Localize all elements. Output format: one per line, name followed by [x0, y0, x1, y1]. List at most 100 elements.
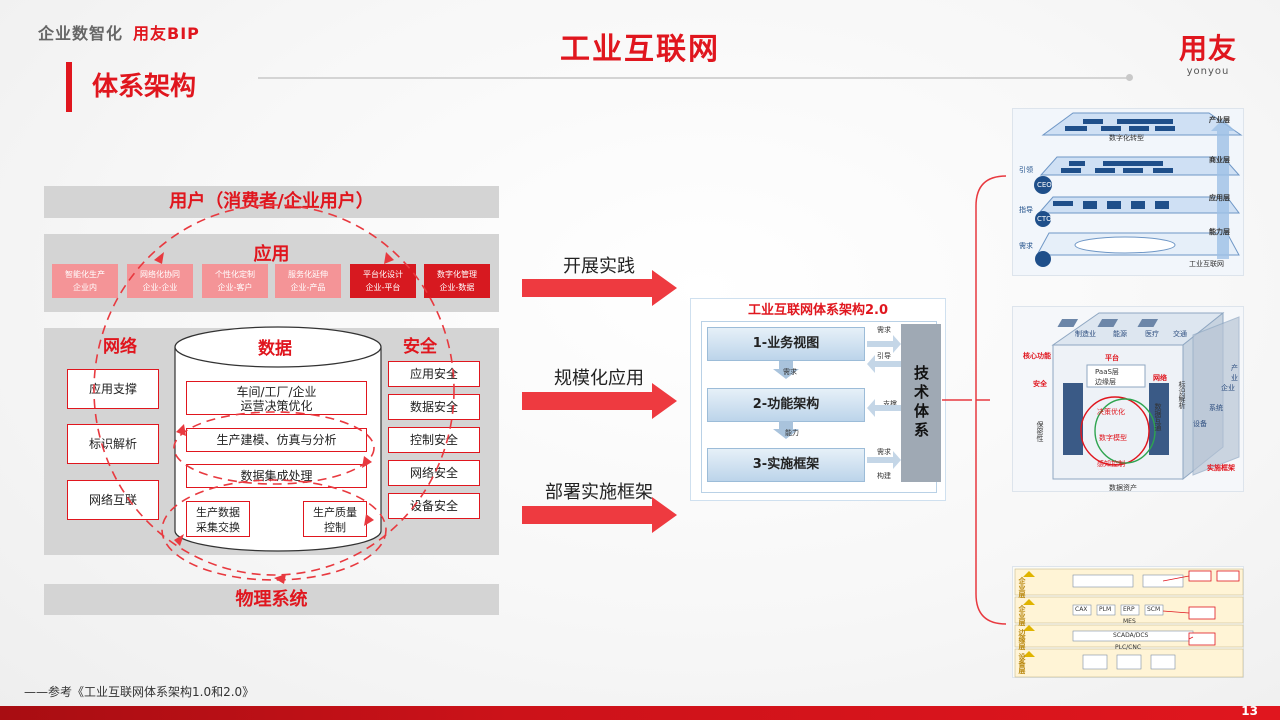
app-card-subtitle: 企业-企业: [142, 283, 178, 292]
arrow-label-deployment: 部署实施框架: [545, 482, 653, 503]
app-card-subtitle: 企业-客户: [217, 283, 253, 292]
applications-title: 应用: [253, 244, 290, 265]
app-card-title: 服务化延伸: [288, 270, 328, 279]
app-card-title: 智能化生产: [65, 270, 105, 279]
role-ceo: CEO: [1037, 181, 1052, 189]
bus-plc: PLC/CNC: [1115, 644, 1142, 651]
footer-bar: [0, 706, 1280, 720]
app-card-intelligent-production: 智能化生产 企业内: [52, 264, 118, 298]
label-support: 支撑: [883, 400, 897, 408]
security-label: 安全: [403, 337, 437, 357]
industry-transport: 交通: [1173, 330, 1187, 338]
functional-cube-graphic: [1051, 311, 1240, 481]
users-band: 用户（消费者/企业用户）: [44, 186, 499, 218]
label-core-function: 核心功能: [1023, 352, 1051, 360]
industry-manufacturing: 制造业: [1075, 330, 1096, 338]
brand-prefix: 企业数智化: [38, 24, 124, 43]
app-card-subtitle: 企业-产品: [290, 283, 326, 292]
layer-application: 应用层: [1209, 194, 1230, 202]
data-item-collection-exchange: 生产数据 采集交换: [186, 501, 250, 537]
cube-perception: 感知控制: [1097, 460, 1125, 468]
industry-energy: 能源: [1113, 330, 1127, 338]
system-scm: SCM: [1147, 606, 1161, 613]
arch-down-arrows: [773, 361, 799, 439]
network-label: 网络: [103, 337, 137, 357]
app-card-service-extension: 服务化延伸 企业-产品: [275, 264, 341, 298]
app-card-title: 个性化定制: [215, 270, 255, 279]
panel-top-footer: 工业互联网: [1189, 260, 1224, 268]
app-card-platform-design: 平台化设计 企业-平台: [350, 264, 416, 298]
dashed-flow-circles: [93, 204, 455, 584]
technology-system: 技术体系: [901, 324, 941, 482]
arch-implementation-framework: 3-实施框架: [707, 448, 865, 482]
arch-functional-architecture: 2-功能架构: [707, 388, 865, 422]
app-card-personalized-customization: 个性化定制 企业-客户: [202, 264, 268, 298]
row-digital-transformation: 数字化转型: [1109, 134, 1144, 142]
architecture-title: 工业互联网体系架构2.0: [747, 303, 889, 318]
layer-business: 商业层: [1209, 156, 1230, 164]
logo-cn: 用友: [1178, 32, 1237, 65]
label-data-asset: 数据资产: [1109, 484, 1137, 492]
panel-functional-architecture: 制造业 能源 医疗 交通 核心功能 安全 保密性 平台 PaaS层 边缘层 决策…: [1012, 306, 1244, 492]
bracket-connector: [942, 175, 1007, 625]
panel-implementation-framework: 企业层 企业层 边缘层 设备层 CAX PLM ERP SCM MES SCAD…: [1012, 566, 1244, 678]
industry-medical: 医疗: [1145, 330, 1159, 338]
side-device: 设备: [1193, 420, 1207, 428]
label-need-2: 需求: [877, 326, 891, 334]
label-capability: 能力: [785, 429, 799, 437]
app-card-title: 平台化设计: [363, 270, 403, 279]
arch-business-view: 1-业务视图: [707, 327, 865, 361]
row-device: 设备层: [1018, 653, 1026, 674]
label-confidentiality: 保密性: [1036, 421, 1044, 442]
header-divider-dot: [1126, 74, 1133, 81]
security-item-data: 数据安全: [388, 394, 480, 420]
arrow-right-icon: [522, 383, 677, 419]
cube-paas: PaaS层: [1095, 368, 1119, 376]
implementation-layers-graphic: [1014, 568, 1244, 678]
section-title: 体系架构: [92, 72, 197, 102]
arrow-label-scale: 规模化应用: [554, 368, 644, 389]
arrow-label-practice: 开展实践: [563, 256, 635, 277]
system-mes: MES: [1123, 618, 1136, 625]
cube-data-interop: 数据互通: [1154, 403, 1162, 431]
data-item-modeling-simulation: 生产建模、仿真与分析: [186, 428, 367, 452]
app-card-title: 网络化协同: [140, 270, 180, 279]
side-lead: 引领: [1019, 166, 1033, 174]
panel-business-view: 产业层 商业层 应用层 能力层 数字化转型 引领 指导 需求 CEO CTO 工…: [1012, 108, 1244, 276]
layer-industry: 产业层: [1209, 116, 1230, 124]
label-need-3: 需求: [877, 448, 891, 456]
app-card-subtitle: 企业-平台: [365, 283, 401, 292]
arrow-right-icon: [522, 270, 677, 306]
business-view-layers-graphic: [1034, 112, 1243, 267]
cube-edge: 边缘层: [1095, 378, 1116, 386]
app-card-subtitle: 企业-数据: [439, 283, 475, 292]
system-erp: ERP: [1123, 606, 1135, 613]
cube-platform: 平台: [1105, 354, 1119, 362]
system-cax: CAX: [1075, 606, 1088, 613]
network-item-interconnect: 网络互联: [67, 480, 159, 520]
row-enterprise-2: 企业层: [1018, 605, 1026, 626]
network-item-identity-resolution: 标识解析: [67, 424, 159, 464]
network-item-app-support: 应用支撑: [67, 369, 159, 409]
side-demand: 需求: [1019, 242, 1033, 250]
physical-system-band: 物理系统: [44, 584, 499, 615]
system-plm: PLM: [1099, 606, 1112, 613]
arrow-right-icon: [522, 497, 677, 533]
row-enterprise-1: 企业层: [1018, 577, 1026, 598]
cube-decision: 决策优化: [1097, 408, 1125, 416]
layer-capability: 能力层: [1209, 228, 1230, 236]
header-divider: [258, 77, 1130, 79]
brand-bip: 用友BIP: [133, 24, 200, 43]
reference-note: ——参考《工业互联网体系架构1.0和2.0》: [24, 685, 255, 699]
bus-scada: SCADA/DCS: [1113, 632, 1149, 639]
logo-en: yonyou: [1186, 66, 1230, 77]
title-accent-bar: [66, 62, 72, 112]
security-item-device: 设备安全: [388, 493, 480, 519]
cube-identity: 标识解析: [1178, 381, 1186, 409]
app-card-title: 数字化管理: [437, 270, 477, 279]
brand-tagline: 企业数智化用友BIP: [38, 20, 200, 44]
app-card-networked-collaboration: 网络化协同 企业-企业: [127, 264, 193, 298]
label-guide: 引导: [877, 352, 891, 360]
applications-band: 应用 智能化生产 企业内 网络化协同 企业-企业 个性化定制 企业-客户 服务化…: [44, 234, 499, 312]
page-title: 工业互联网: [560, 32, 720, 67]
